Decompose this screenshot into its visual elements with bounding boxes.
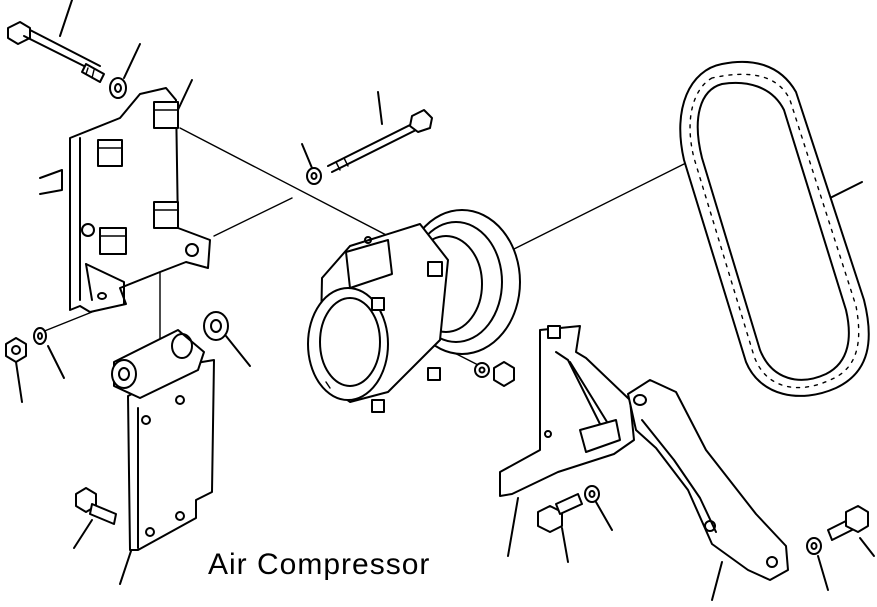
- support-bracket-lower: [111, 329, 215, 551]
- bolt-lower-left: [75, 487, 117, 525]
- v-belt: [679, 60, 870, 397]
- long-bolt-center: [327, 109, 433, 173]
- washer-upper-left: [109, 77, 127, 99]
- long-bolt-upper-left: [7, 21, 105, 83]
- adjusting-bracket: [499, 325, 635, 497]
- adjusting-arm: [627, 379, 789, 581]
- grommet: [203, 311, 229, 341]
- nut-center: [493, 361, 515, 387]
- bolt-lower-center: [537, 493, 583, 533]
- bolt-lower-right: [827, 505, 869, 541]
- washer-compressor: [474, 362, 490, 378]
- mounting-bracket-plate: [39, 87, 211, 313]
- washer-center: [306, 167, 322, 185]
- air-compressor-body: [307, 223, 449, 413]
- washer-left: [33, 327, 47, 345]
- leader-lines: [15, 0, 875, 601]
- diagram-caption: Air Compressor: [208, 548, 431, 581]
- nut-left: [5, 337, 27, 363]
- washer-lower-center: [584, 485, 600, 503]
- washer-lower-right: [806, 537, 822, 555]
